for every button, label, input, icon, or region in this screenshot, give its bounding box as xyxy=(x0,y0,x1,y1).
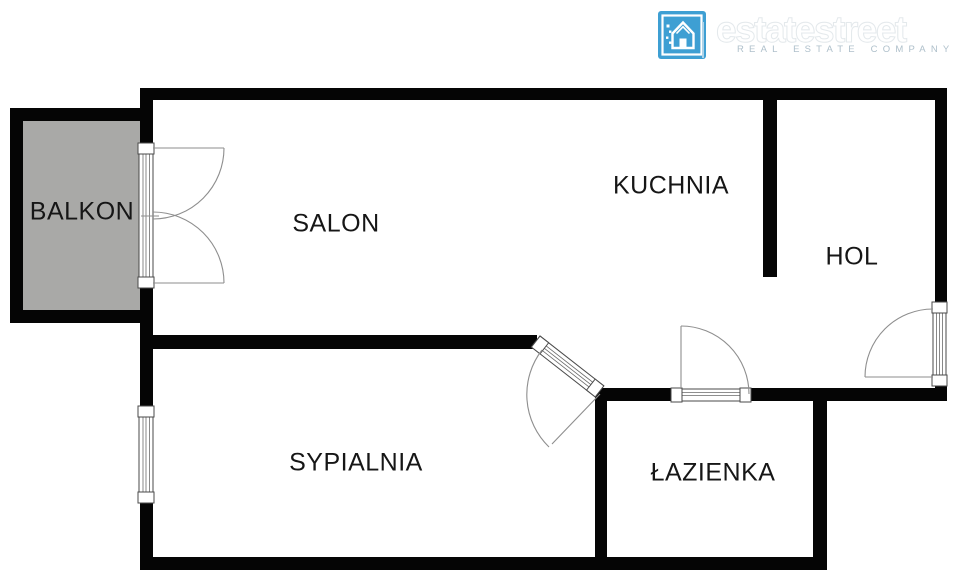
balcony-french-door xyxy=(137,142,225,289)
brand-tagline: REAL ESTATE COMPANY xyxy=(737,44,955,55)
room-label-salon: SALON xyxy=(292,209,380,238)
balcony-floor xyxy=(23,121,140,310)
room-label-lazienka: ŁAZIENKA xyxy=(650,458,776,487)
room-label-balkon: BALKON xyxy=(29,197,135,226)
room-label-sypialnia: SYPIALNIA xyxy=(289,448,423,477)
brand-name: estatestreet xyxy=(716,9,908,50)
estatestreet-logo: estatestreet REAL ESTATE COMPANY xyxy=(0,0,957,80)
walls xyxy=(10,88,947,570)
room-label-hol: HOL xyxy=(825,242,879,271)
bathroom-door xyxy=(670,325,752,403)
room-label-kuchnia: KUCHNIA xyxy=(612,171,730,200)
bedroom-door xyxy=(526,335,605,448)
bedroom-window xyxy=(137,405,155,504)
house-icon xyxy=(658,11,706,59)
logo-separator xyxy=(702,22,704,58)
entrance-door xyxy=(864,301,948,387)
